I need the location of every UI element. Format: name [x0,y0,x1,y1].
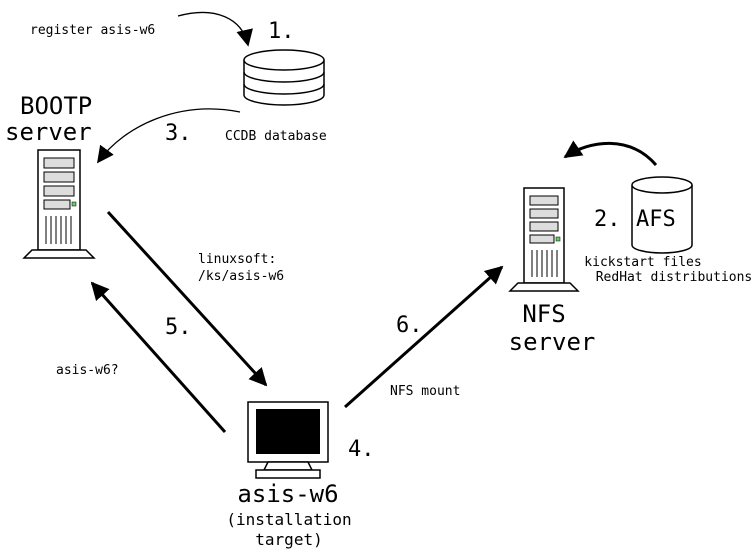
bootp-server-icon [22,149,96,259]
query-label: asis-w6? [56,363,119,378]
target-name: asis-w6 [237,480,338,508]
step-4-label: 4. [348,437,375,462]
target-to-nfs-arrow [344,265,504,409]
target-subtitle-line2: target) [255,530,322,549]
afs-label: AFS [636,207,676,232]
step-3-label: 3. [165,121,192,146]
monitor-icon [247,401,329,479]
step-5-label: 5. [165,315,192,340]
bootp-server-title-line1: BOOTP [20,92,92,120]
register-label: register asis-w6 [30,23,155,38]
step-6-label: 6. [396,313,423,338]
afs-to-nfs-arrow [563,140,658,166]
ccdb-database-icon [243,49,325,106]
nfs-mount-label: NFS mount [390,384,460,399]
ccdb-database-label: CCDB database [225,129,327,144]
step-2-label: 2. [594,207,621,232]
linuxsoft-label-line1: linuxsoft: [198,252,276,267]
ccdb-to-bootp-arrow [97,108,241,164]
nfs-server-title-line1: NFS [522,300,565,328]
afs-caption-kickstart: kickstart files [584,255,701,270]
linuxsoft-label-line2: /ks/asis-w6 [198,269,284,284]
afs-storage-icon [631,176,693,254]
step-1-label: 1. [268,19,295,44]
register-arrow [177,11,253,47]
nfs-server-title-line2: server [509,328,596,356]
nfs-server-icon [508,187,580,292]
bootp-to-target-arrow [106,210,268,387]
target-subtitle-line1: (installation [226,510,351,529]
bootp-server-title-line2: server [5,118,92,146]
afs-caption-redhat: RedHat distributions [596,270,753,285]
target-to-bootp-arrow [90,281,227,433]
